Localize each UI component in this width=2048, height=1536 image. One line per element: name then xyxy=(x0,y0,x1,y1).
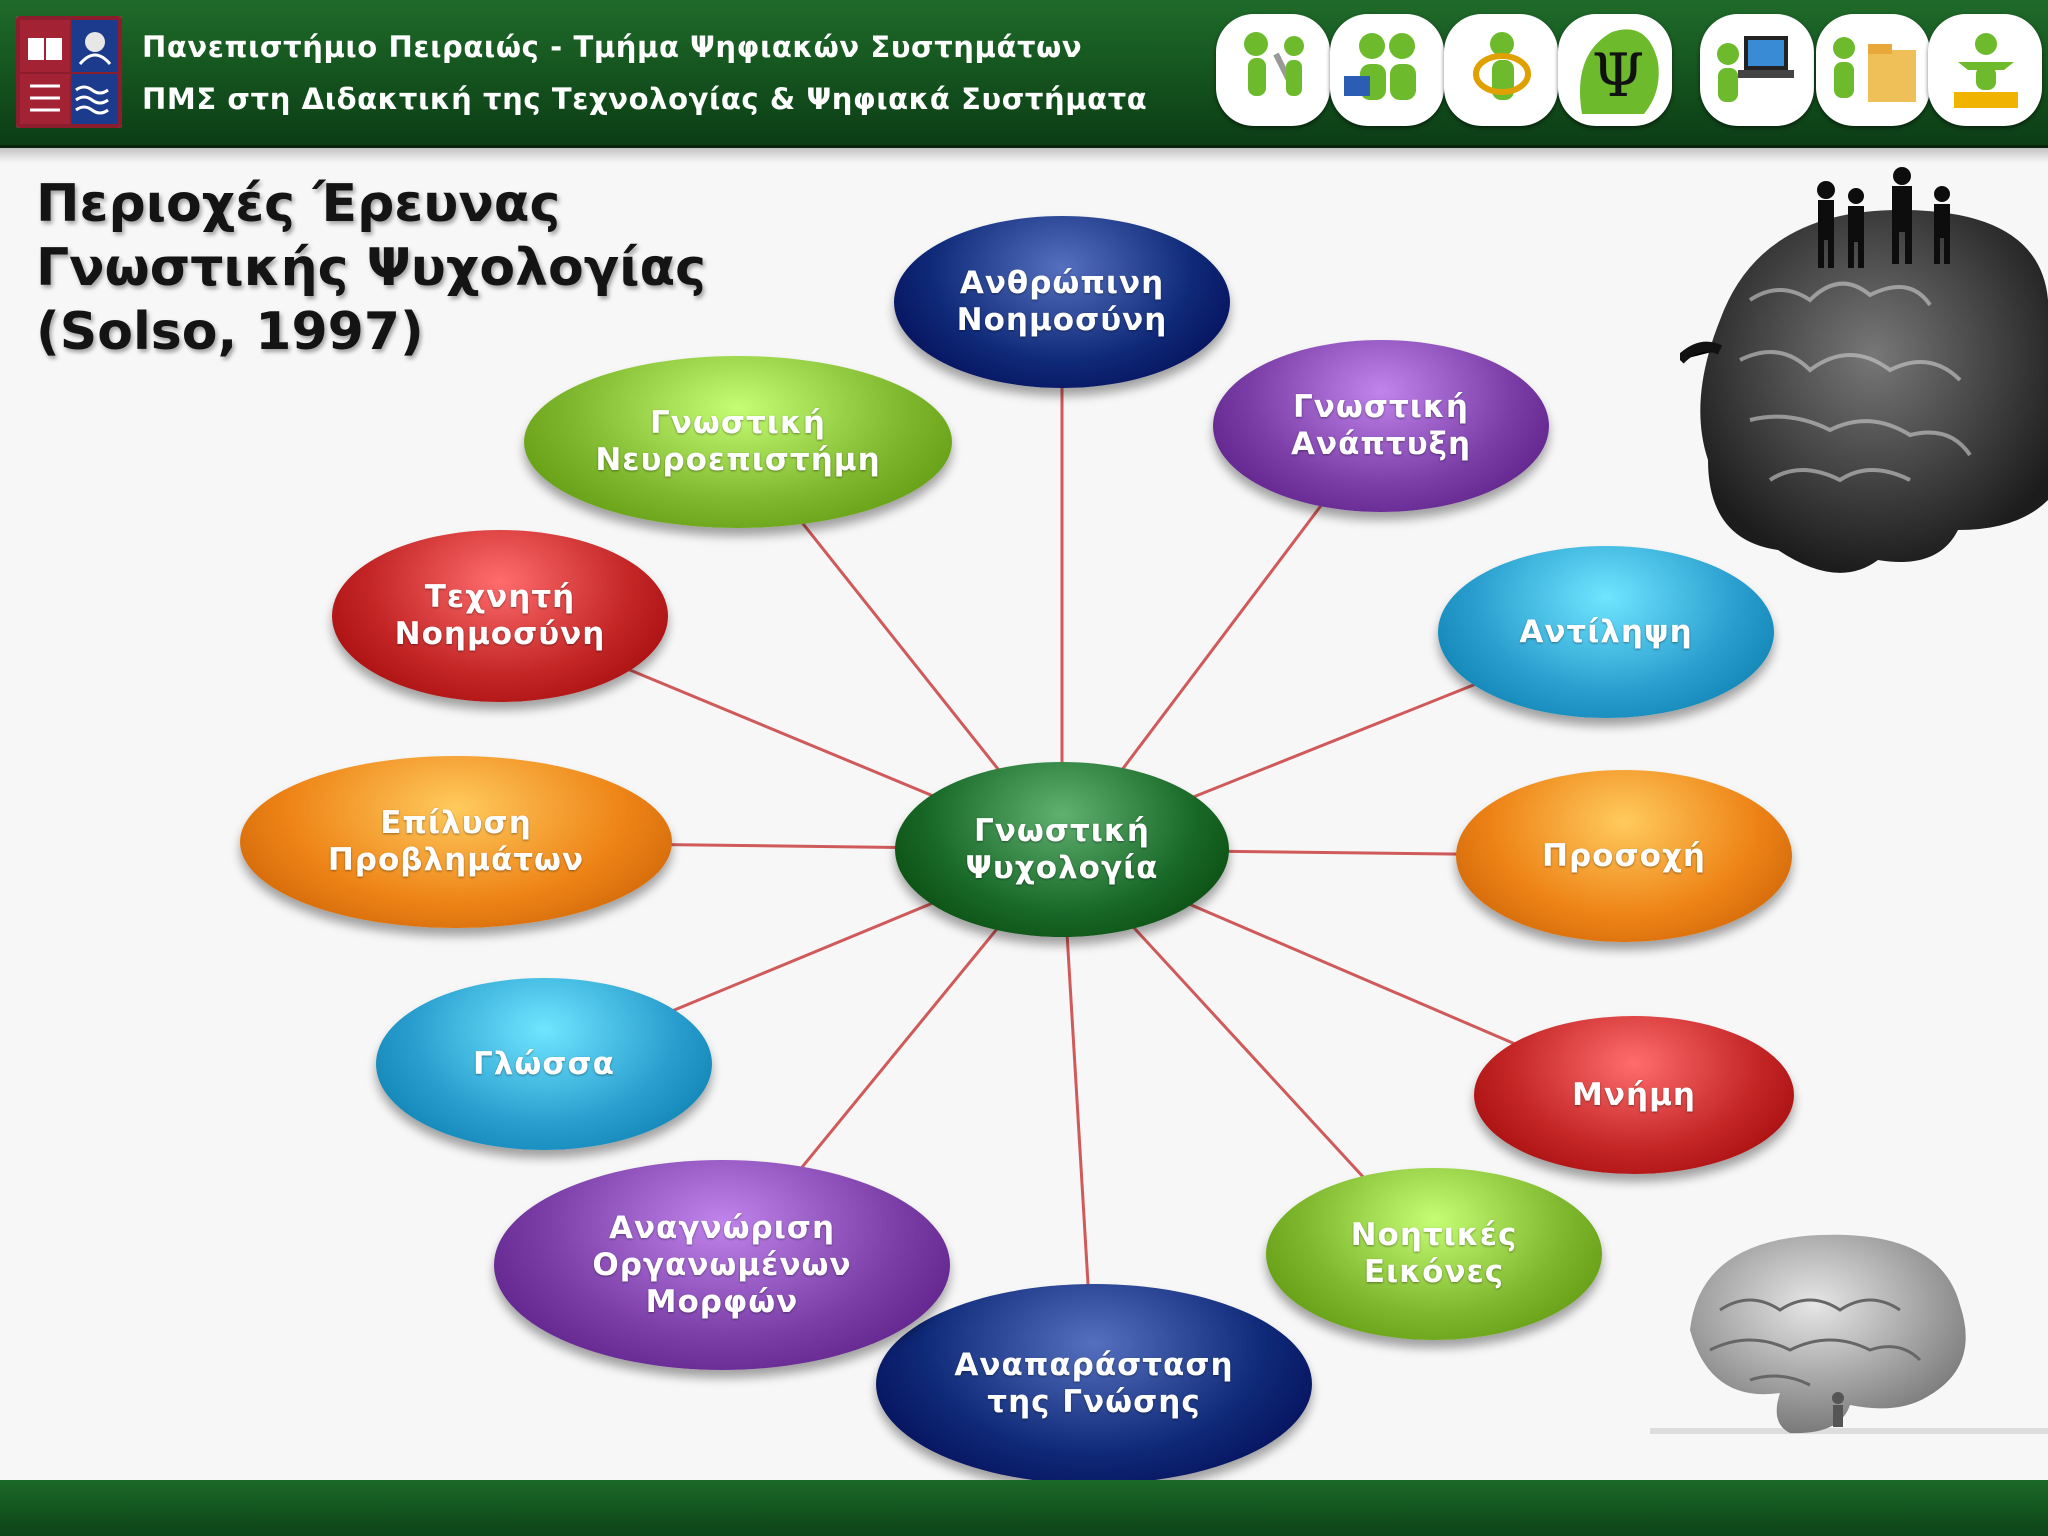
brain-with-people-illustration xyxy=(1676,160,2048,580)
center-node-label: Γνωστική Ψυχολογία xyxy=(965,812,1159,886)
node-pattern-recognition: Αναγνώριση Οργανωμένων Μορφών xyxy=(494,1160,950,1370)
folder-figure-icon xyxy=(1816,14,1930,126)
node-memory: Μνήμη xyxy=(1474,1016,1794,1174)
node-mental-images: Νοητικές Εικόνες xyxy=(1266,1168,1602,1340)
university-logo xyxy=(16,16,122,128)
node-label: Νοητικές Εικόνες xyxy=(1350,1217,1518,1290)
node-label: Τεχνητή Νοημοσύνη xyxy=(394,579,606,652)
node-label: Αναγνώριση Οργανωμένων Μορφών xyxy=(592,1209,852,1320)
header-shadow xyxy=(0,145,2048,163)
globe-figure-icon xyxy=(1444,14,1558,126)
header-program-line: ΠΜΣ στη Διδακτική της Τεχνολογίας & Ψηφι… xyxy=(142,82,1148,116)
footer-bar xyxy=(0,1480,2048,1536)
node-human-intelligence: Ανθρώπινη Νοημοσύνη xyxy=(894,216,1230,388)
node-attention: Προσοχή xyxy=(1456,770,1792,942)
node-label: Γνωστική Νευροεπιστήμη xyxy=(595,405,881,478)
title-line-2: Γνωστικής Ψυχολογίας xyxy=(36,238,707,298)
node-label: Γνωστική Ανάπτυξη xyxy=(1290,389,1472,462)
title-line-3: (Solso, 1997) xyxy=(36,302,424,362)
slide-title: Περιοχές Έρευνας Γνωστικής Ψυχολογίας (S… xyxy=(36,172,706,364)
header-university-line: Πανεπιστήμιο Πειραιώς - Τμήμα Ψηφιακών Σ… xyxy=(142,30,1083,64)
brain-with-figure-illustration xyxy=(1650,1220,2048,1460)
header-bar: Πανεπιστήμιο Πειραιώς - Τμήμα Ψηφιακών Σ… xyxy=(0,0,2048,148)
title-line-1: Περιοχές Έρευνας xyxy=(36,174,561,234)
node-artificial-intelligence: Τεχνητή Νοημοσύνη xyxy=(332,530,668,702)
psi-head-icon: Ψ xyxy=(1558,14,1672,126)
node-label: Προσοχή xyxy=(1542,837,1706,874)
node-label: Αναπαράσταση της Γνώσης xyxy=(954,1347,1234,1420)
reading-figures-icon xyxy=(1330,14,1444,126)
node-label: Επίλυση Προβλημάτων xyxy=(327,805,585,878)
node-label: Ανθρώπινη Νοημοσύνη xyxy=(956,265,1168,338)
node-label: Γλώσσα xyxy=(473,1045,615,1082)
node-label: Μνήμη xyxy=(1572,1076,1696,1113)
node-knowledge-representation: Αναπαράσταση της Γνώσης xyxy=(876,1284,1312,1484)
node-label: Αντίληψη xyxy=(1519,613,1693,650)
node-cognitive-neuroscience: Γνωστική Νευροεπιστήμη xyxy=(524,356,952,528)
psi-symbol: Ψ xyxy=(1592,41,1645,111)
node-language: Γλώσσα xyxy=(376,978,712,1150)
laptop-figure-icon xyxy=(1700,14,1814,126)
figure-with-tools-icon xyxy=(1216,14,1330,126)
puzzle-figure-icon xyxy=(1928,14,2042,126)
node-cognitive-development: Γνωστική Ανάπτυξη xyxy=(1213,340,1549,512)
center-node-cognitive-psychology: Γνωστική Ψυχολογία xyxy=(895,762,1229,937)
node-problem-solving: Επίλυση Προβλημάτων xyxy=(240,756,672,928)
node-perception: Αντίληψη xyxy=(1438,546,1774,718)
